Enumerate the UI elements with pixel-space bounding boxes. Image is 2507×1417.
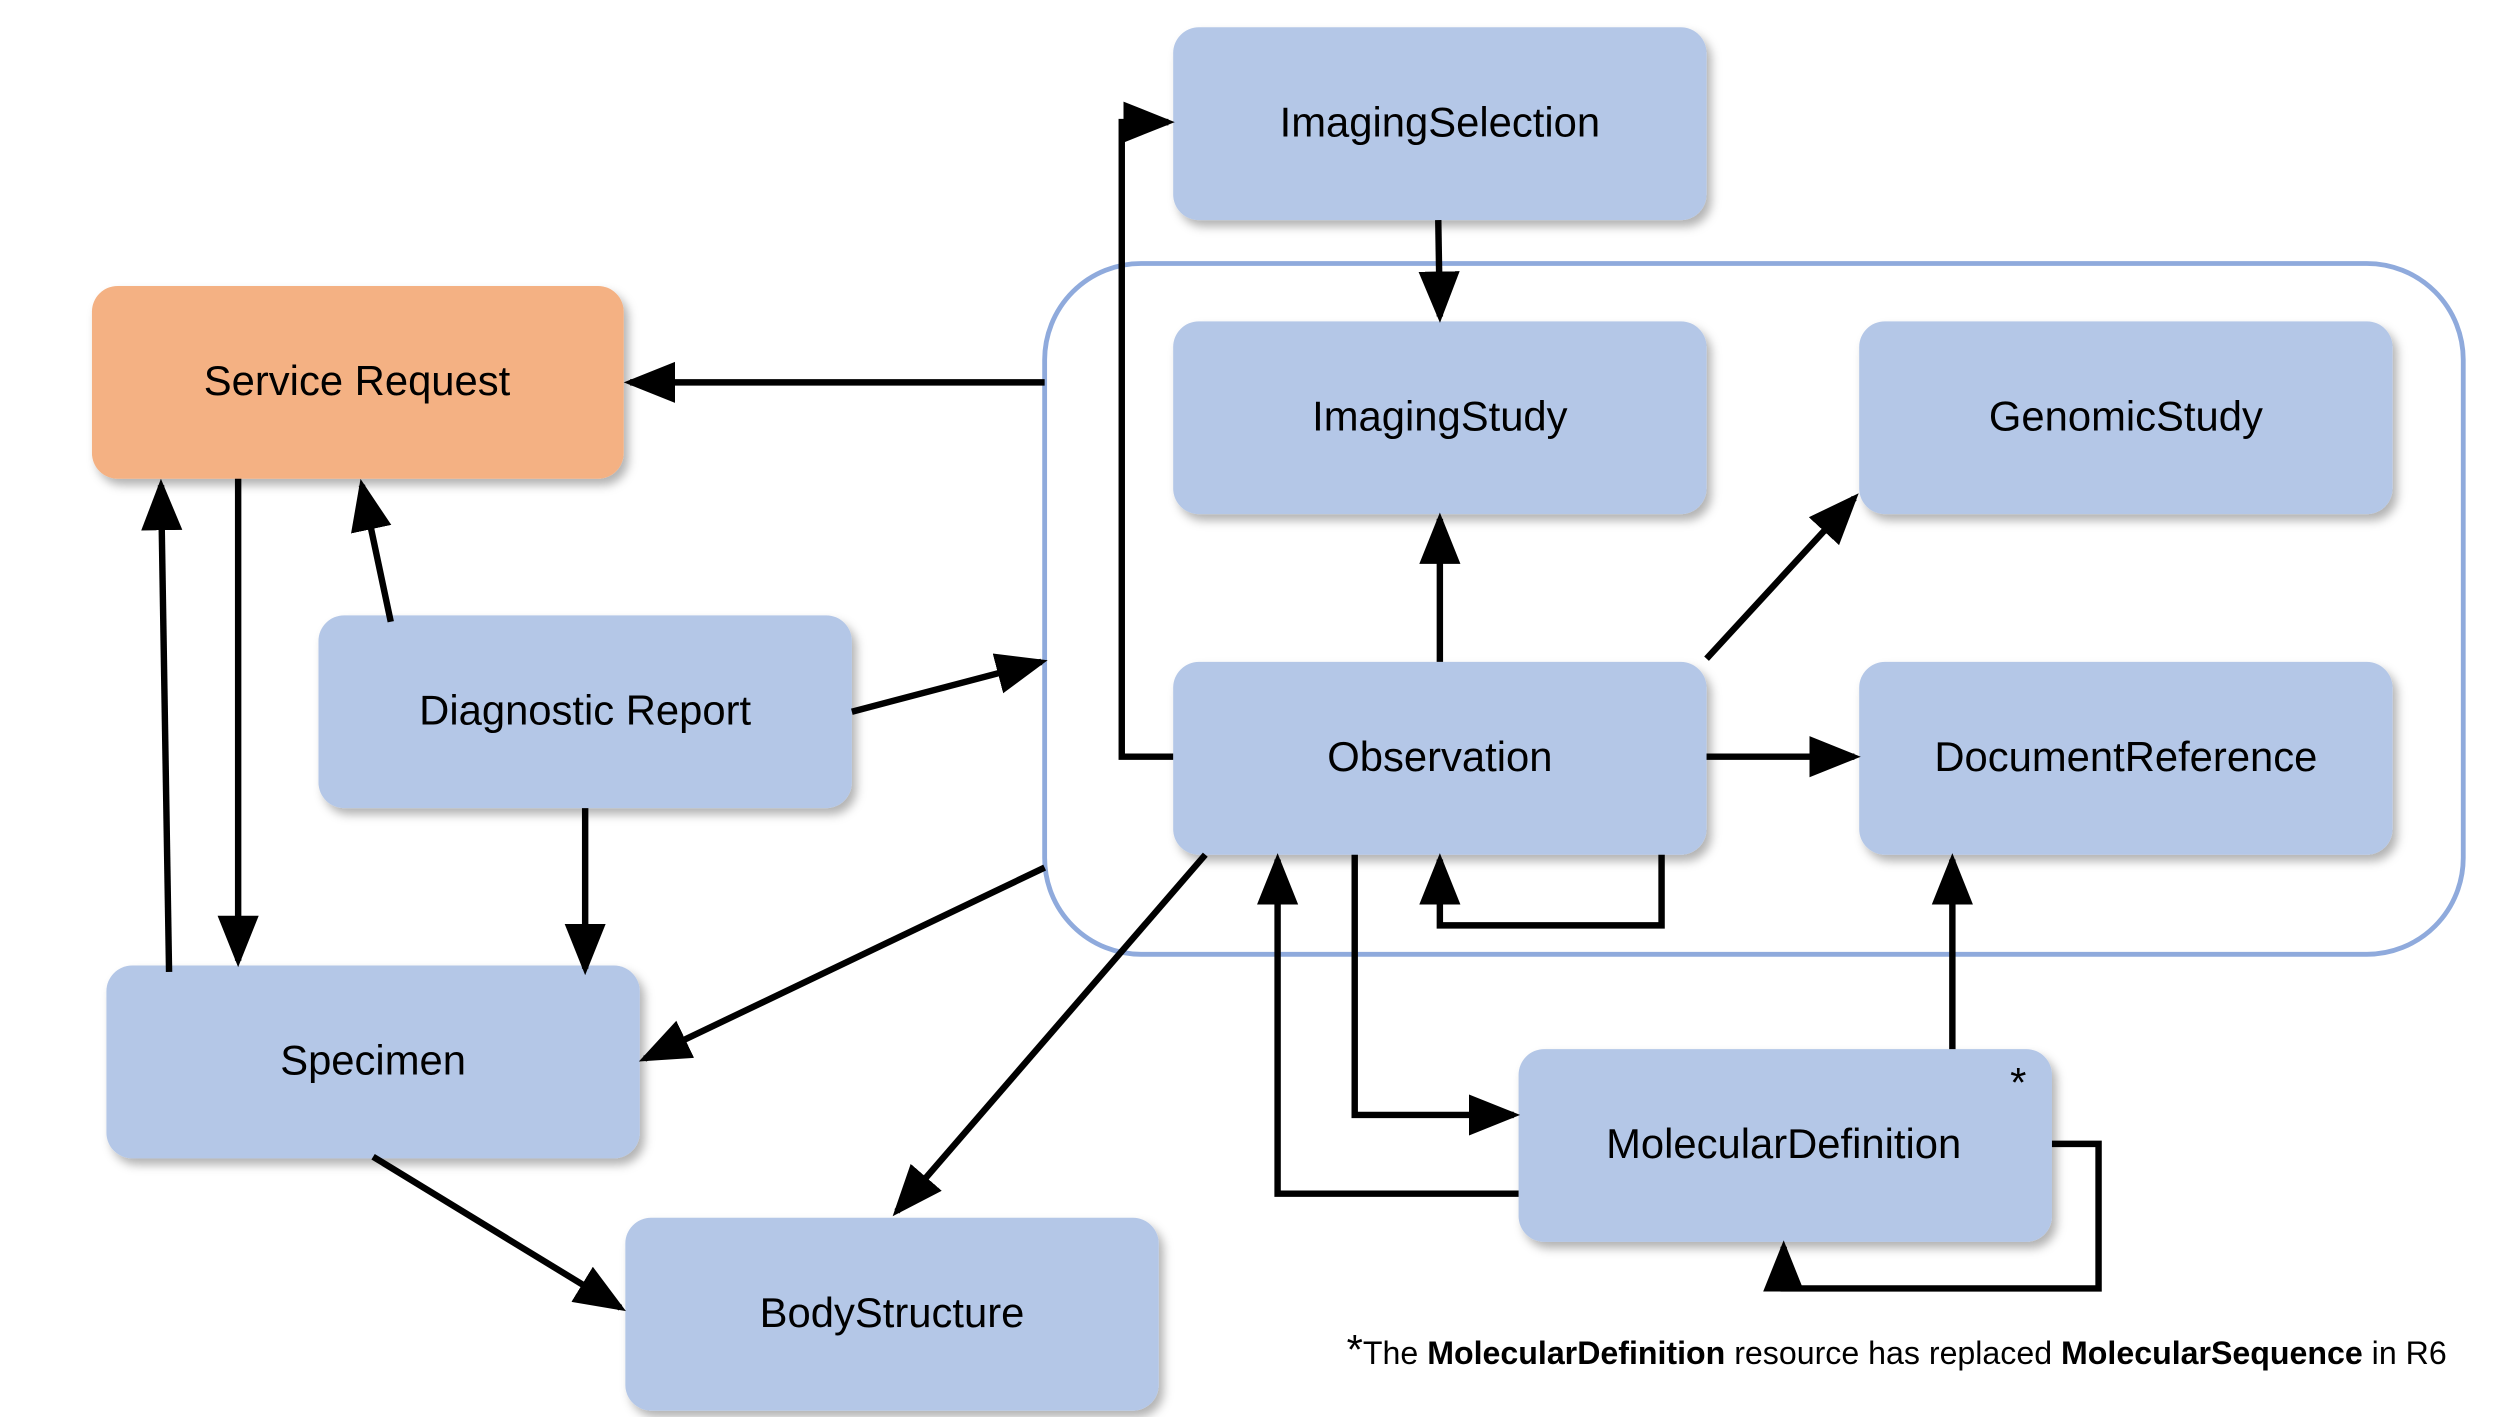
node-diagnostic-report[interactable]: Diagnostic Report xyxy=(318,615,852,809)
footnote-bold-new: MolecularDefinition xyxy=(1427,1335,1725,1371)
asterisk-marker: * xyxy=(2010,1059,2026,1106)
node-genomic-study[interactable]: GenomicStudy xyxy=(1859,321,2393,515)
footnote: *The MolecularDefinition resource has re… xyxy=(1347,1326,2447,1373)
node-service-request[interactable]: Service Request xyxy=(91,285,624,479)
arrow-molecular-definition-self xyxy=(1763,1140,2102,1292)
node-imaging-selection[interactable]: ImagingSelection xyxy=(1173,27,1707,221)
arrow-diagnostic-report-to-service-request xyxy=(351,478,394,623)
footnote-text: The xyxy=(1363,1335,1427,1371)
footnote-marker: * xyxy=(1347,1326,1363,1373)
node-label: DocumentReference xyxy=(1934,733,2317,780)
arrow-molecular-definition-to-observation xyxy=(1257,853,1519,1197)
node-molecular-definition[interactable]: MolecularDefinition * xyxy=(1518,1049,2052,1242)
node-imaging-study[interactable]: ImagingStudy xyxy=(1173,321,1707,515)
node-body-structure[interactable]: BodyStructure xyxy=(625,1217,1159,1411)
node-label: ImagingStudy xyxy=(1312,392,1568,439)
arrow-group-to-specimen xyxy=(638,864,1047,1062)
observation-group-container xyxy=(1042,261,2466,957)
footnote-bold-old: MolecularSequence xyxy=(2061,1335,2363,1371)
node-label: Diagnostic Report xyxy=(419,686,751,733)
arrow-observation-self xyxy=(1419,853,1665,929)
arrow-observation-to-genomic-study xyxy=(1704,493,1859,661)
arrow-observation-to-body-structure xyxy=(892,852,1208,1217)
node-label: Service Request xyxy=(204,357,511,404)
node-label: BodyStructure xyxy=(760,1289,1025,1336)
node-specimen[interactable]: Specimen xyxy=(106,965,640,1159)
footnote-text: resource has replaced xyxy=(1725,1335,2061,1371)
node-label: ImagingSelection xyxy=(1280,98,1600,145)
arrow-observation-to-molecular-definition xyxy=(1351,854,1521,1136)
node-observation[interactable]: Observation xyxy=(1173,661,1707,855)
arrow-diagnostic-report-to-group xyxy=(851,653,1048,715)
node-label: Observation xyxy=(1327,733,1552,780)
arrow-imaging-selection-to-imaging-study xyxy=(1418,220,1460,323)
node-document-reference[interactable]: DocumentReference xyxy=(1859,661,2393,855)
node-label: MolecularDefinition xyxy=(1606,1120,1961,1167)
arrow-specimen-to-body-structure xyxy=(371,1153,626,1312)
arrow-specimen-to-service-request xyxy=(141,478,183,973)
node-label: Specimen xyxy=(280,1037,466,1084)
arrow-observation-to-imaging-selection xyxy=(1118,101,1175,760)
arrows xyxy=(141,101,2102,1312)
node-label: GenomicStudy xyxy=(1989,392,2263,439)
footnote-text: in R6 xyxy=(2363,1335,2447,1371)
